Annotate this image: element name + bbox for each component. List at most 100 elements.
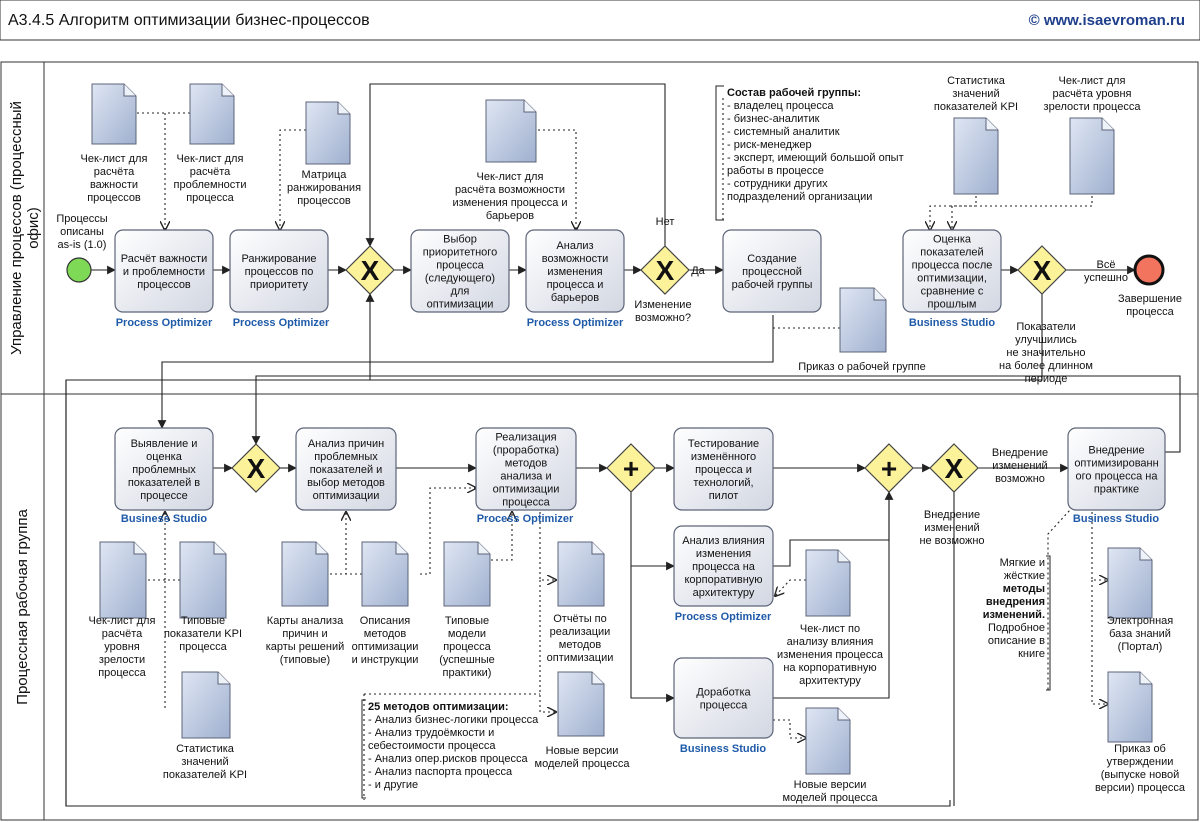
doc-maturity-checklist[interactable]: [99, 541, 147, 619]
gateway-success-symbol: X: [1033, 255, 1052, 286]
doc-ranking-matrix-fold: [337, 102, 350, 115]
gateway-merge-2-symbol: X: [247, 453, 266, 484]
doc-architecture-checklist[interactable]: [805, 549, 851, 617]
doc-maturity-checklist-top[interactable]: [1069, 117, 1115, 195]
assoc-d3-t2: [280, 129, 306, 230]
label-no: Нет: [656, 216, 675, 228]
gateway-change-possible[interactable]: [640, 245, 690, 295]
gateway-parallel-join[interactable]: [864, 443, 914, 493]
doc-implementation-reports-fold: [591, 542, 604, 555]
tool-label-t2: Process Optimizer: [233, 317, 330, 329]
doc-architecture-checklist-fold: [837, 550, 850, 563]
site-credit: © www.isaevroman.ru: [1029, 12, 1185, 29]
task-refine-process[interactable]: [673, 657, 774, 739]
note-team-bracket: [715, 85, 724, 221]
page-title: А3.4.5 Алгоритм оптимизации бизнес-проце…: [8, 12, 370, 29]
task-implement-methods[interactable]: [475, 427, 577, 511]
doc-typical-models[interactable]: [443, 541, 491, 607]
doc-group-order[interactable]: [839, 287, 887, 353]
doc-kpi-stats-fold: [217, 672, 230, 685]
gateway-parallel-split[interactable]: [606, 443, 656, 493]
assoc-d6-t6: [930, 196, 977, 230]
end-event[interactable]: [1133, 254, 1165, 286]
task-create-group[interactable]: [722, 229, 822, 313]
doc-new-models-2[interactable]: [805, 707, 851, 775]
task-testing[interactable]: [673, 427, 774, 511]
doc-cause-maps[interactable]: [281, 541, 329, 607]
task-evaluate-kpi[interactable]: [902, 229, 1002, 313]
flow-no-loop: [365, 83, 666, 247]
assoc-b3-e8: [539, 580, 556, 712]
lane-title-top: Управление процессов (процессный: [8, 101, 25, 355]
tool-label-t1: Process Optimizer: [116, 317, 213, 329]
task-analyze-causes[interactable]: [295, 427, 397, 511]
doc-group-order-label: Приказ о рабочей группе: [798, 361, 926, 373]
doc-change-checklist[interactable]: [485, 99, 537, 163]
doc-problem-checklist[interactable]: [189, 83, 235, 145]
doc-knowledge-base[interactable]: [1107, 547, 1153, 619]
start-event[interactable]: [66, 257, 92, 283]
task-deploy-process[interactable]: [1067, 427, 1166, 511]
doc-new-models-2-fold: [837, 708, 850, 721]
assoc-d7-t6: [952, 196, 1093, 230]
gateway-merge-2[interactable]: [231, 443, 281, 493]
doc-kpi-typical[interactable]: [179, 541, 227, 619]
tool-label-b1: Business Studio: [121, 513, 207, 525]
doc-kpi-stats[interactable]: [181, 671, 231, 739]
doc-maturity-checklist-top-fold: [1101, 118, 1114, 131]
gateway-merge-1-symbol: X: [361, 255, 380, 286]
gateway-merge-1[interactable]: [345, 245, 395, 295]
doc-method-descriptions[interactable]: [361, 541, 409, 607]
doc-ranking-matrix[interactable]: [305, 101, 351, 165]
task-architecture-impact[interactable]: [673, 525, 774, 607]
task-analyze-change[interactable]: [525, 229, 625, 313]
doc-importance-checklist[interactable]: [91, 83, 137, 145]
doc-approval-order[interactable]: [1107, 671, 1153, 743]
doc-kpi-stats-top[interactable]: [953, 117, 999, 195]
doc-implementation-reports[interactable]: [557, 541, 605, 607]
task-identify-kpi[interactable]: [114, 427, 214, 511]
task-select-priority[interactable]: [410, 229, 510, 313]
doc-new-models[interactable]: [557, 671, 605, 737]
gateway-change-possible-symbol: X: [656, 255, 675, 286]
task-calc-importance[interactable]: [114, 229, 214, 313]
tool-label-t6: Business Studio: [909, 317, 995, 329]
tool-label-b5: Process Optimizer: [675, 611, 772, 623]
gateway-success[interactable]: [1017, 245, 1067, 295]
task-ranking[interactable]: [229, 229, 329, 313]
doc-cause-maps-fold: [315, 542, 328, 555]
assoc-d4-t4: [538, 129, 576, 230]
gateway-deploy-possible[interactable]: [929, 443, 979, 493]
